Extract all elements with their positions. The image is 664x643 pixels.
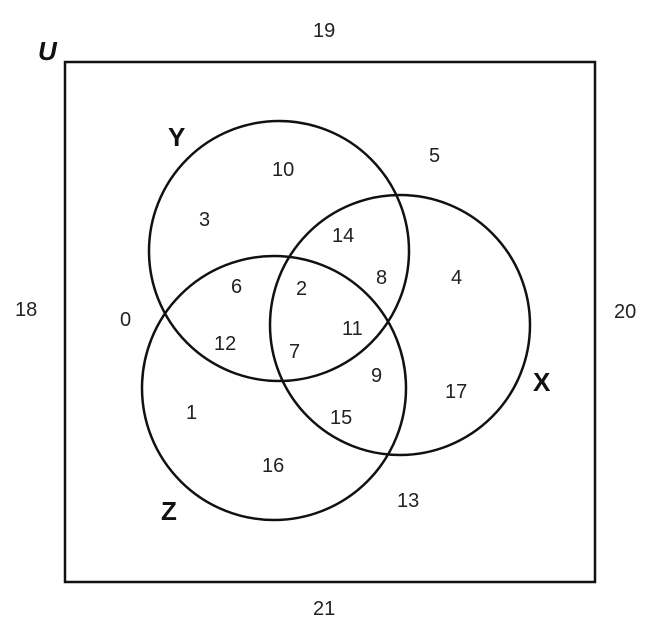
number-outside-right: 20 [614,301,636,323]
universe-rectangle [63,60,597,584]
number-y-z-only-2: 12 [214,333,236,355]
set-y-label: Y [168,122,185,152]
set-x-circle [268,193,532,457]
number-outside-top: 19 [313,20,335,42]
number-y-x-only-2: 8 [376,267,387,289]
number-outside-bottom: 21 [313,598,335,620]
number-all-three-2: 11 [342,318,363,340]
number-x-z-only: 9 [371,365,382,387]
number-z-only-bottom: 16 [262,455,284,477]
number-x-z-only-2: 15 [330,407,352,429]
set-y-circle [147,119,411,383]
number-x-only-bottom: 17 [445,381,467,403]
number-universe-bottom-right: 13 [397,490,419,512]
number-y-x-only: 14 [332,225,354,247]
number-y-only-top: 10 [272,159,294,181]
universe-label: U [38,36,58,66]
number-x-only-top: 4 [451,267,462,289]
number-all-three-3: 7 [289,341,300,363]
set-z-circle [140,254,408,522]
set-x-label: X [533,367,551,397]
set-z-label: Z [161,496,177,526]
number-y-only-left: 3 [199,209,210,231]
number-universe-left: 0 [120,309,131,331]
number-all-three: 2 [296,278,307,300]
number-z-only-left: 1 [186,402,197,424]
number-outside-left: 18 [15,299,37,321]
number-universe-top-right: 5 [429,145,440,167]
number-y-z-only: 6 [231,276,242,298]
